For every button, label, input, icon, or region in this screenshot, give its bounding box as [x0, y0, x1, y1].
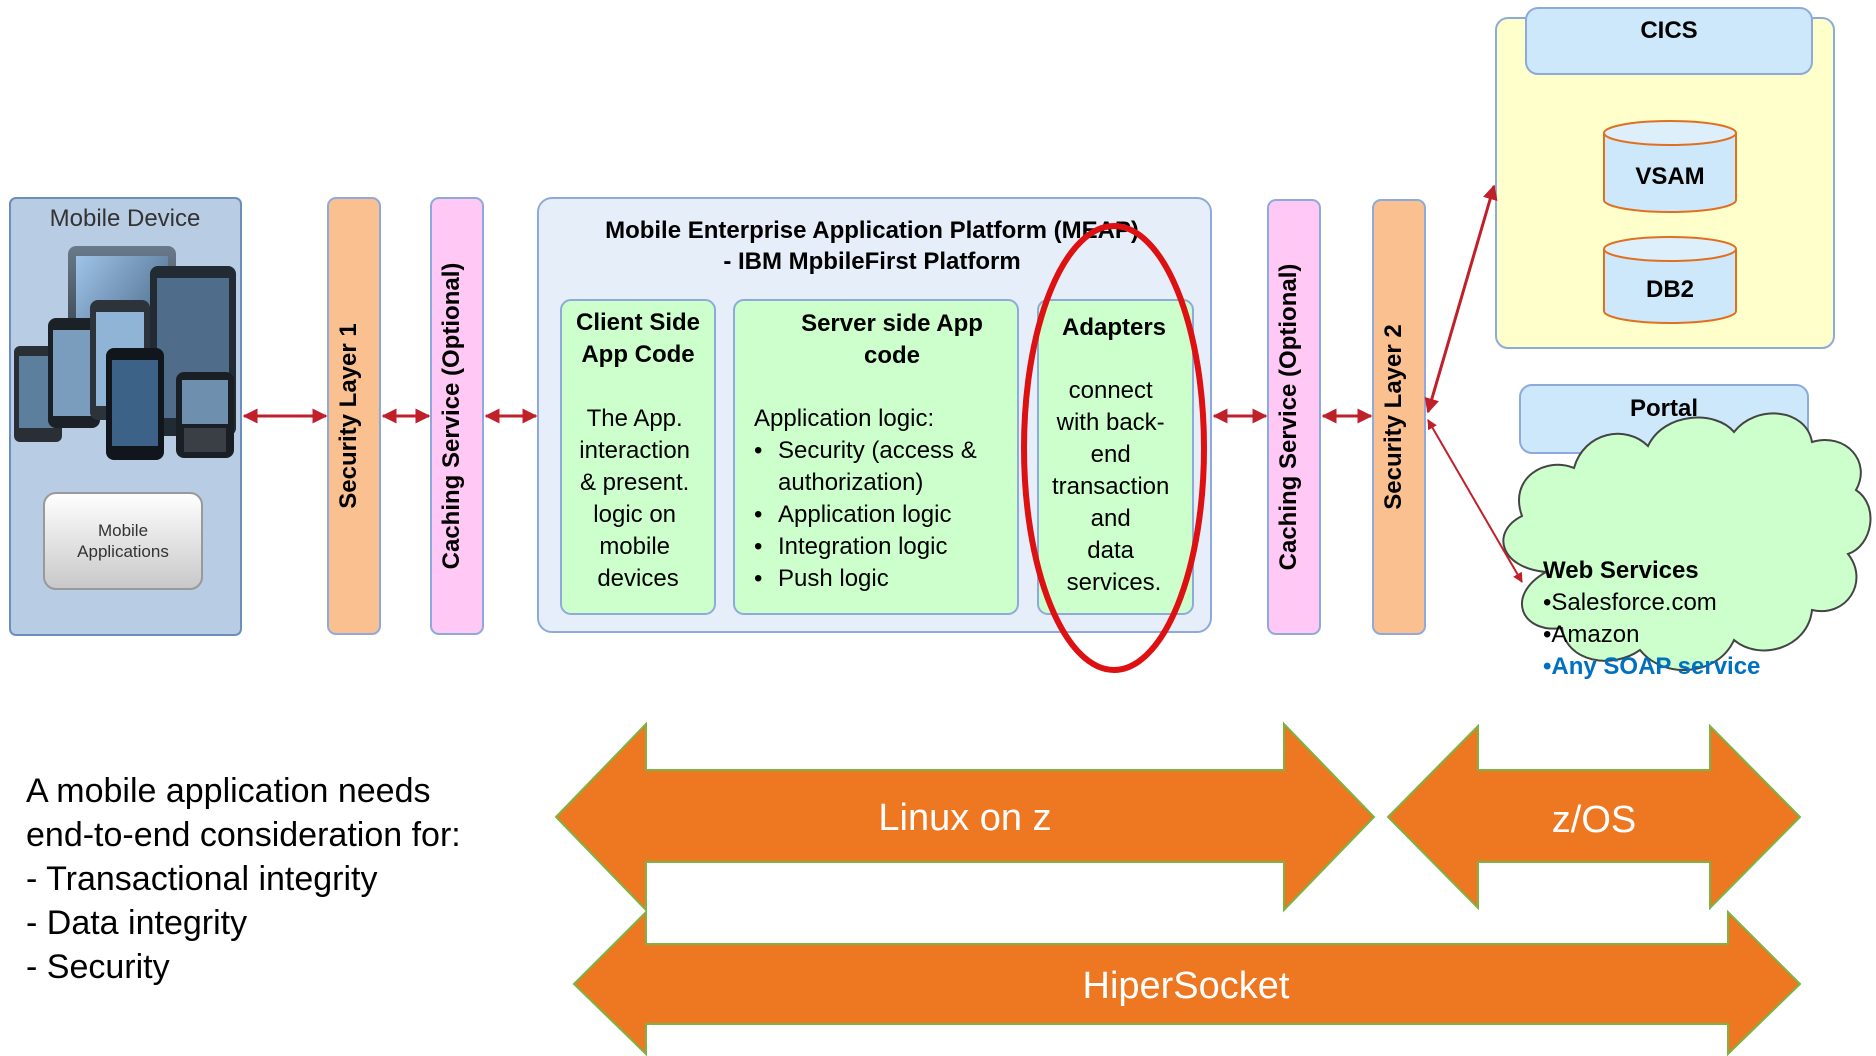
mobile-applications-line1: Mobile: [98, 521, 148, 540]
notes-line: - Data integrity: [26, 904, 247, 942]
client-body-line: mobile: [599, 533, 670, 560]
adapters-body-line: end: [1091, 441, 1131, 468]
vsam-label: VSAM: [1635, 163, 1704, 190]
zos-label: z/OS: [1552, 799, 1636, 841]
web-services-title: Web Services: [1543, 557, 1699, 584]
web-services-item-soap: •Any SOAP service: [1543, 653, 1760, 680]
security-layer-2-label: Security Layer 2: [1380, 324, 1407, 509]
client-body-line: devices: [597, 565, 678, 592]
mobile-applications-button: [43, 492, 203, 590]
adapters-title: Adapters: [1062, 314, 1166, 341]
notes-line: end-to-end consideration for:: [26, 816, 461, 854]
client-body-line: logic on: [593, 501, 676, 528]
server-bullet-list: • Security (access & authorization) • Ap…: [754, 437, 977, 592]
caching-service-right-label: Caching Service (Optional): [1275, 264, 1302, 571]
client-body-line: interaction: [579, 437, 690, 464]
security-layer-2: Security Layer 2: [1372, 199, 1426, 635]
client-side-app-code-box: Client Side App Code The App. interactio…: [560, 299, 716, 615]
bullet-dot: •: [754, 437, 762, 464]
adapters-body-line: transaction: [1052, 473, 1169, 500]
server-title-line2: code: [864, 342, 920, 369]
connector-arrow-web-services: [1427, 419, 1523, 583]
hipersocket-label: HiperSocket: [1083, 965, 1290, 1007]
client-body: The App. interaction & present. logic on…: [579, 405, 696, 592]
client-body-line: The App.: [587, 405, 683, 432]
caching-service-left-label: Caching Service (Optional): [438, 263, 465, 570]
notes-line: A mobile application needs: [26, 772, 431, 810]
vsam-cylinder-icon: [1603, 120, 1737, 213]
server-bullet: Integration logic: [778, 533, 947, 560]
adapters-box: Adapters connect with back- end transact…: [1037, 299, 1194, 615]
adapters-highlight-ring: [1021, 223, 1207, 673]
bullet-dot: •: [754, 565, 762, 592]
server-bullet-continuation: authorization): [778, 469, 923, 496]
connectors: [242, 184, 1523, 583]
client-title-line1: Client Side: [576, 309, 700, 336]
adapters-body-line: with back-: [1056, 409, 1165, 436]
web-services-item: •Salesforce.com: [1543, 589, 1717, 616]
adapters-body-line: and: [1091, 505, 1131, 532]
server-bullet: Push logic: [778, 565, 889, 592]
security-layer-1: Security Layer 1: [327, 197, 381, 635]
mobile-device-title: Mobile Device: [50, 205, 201, 232]
adapters-body: connect with back- end transaction and d…: [1052, 377, 1176, 596]
meap-title-line1: Mobile Enterprise Application Platform (…: [605, 217, 1139, 244]
server-bullet: Security (access &: [778, 437, 977, 464]
backend-panel: CICS VSAM DB2: [1495, 7, 1835, 349]
mobile-device-panel: Mobile Device Mobile Applications: [9, 197, 242, 636]
caching-service-right: Caching Service (Optional): [1267, 199, 1321, 635]
client-title-line2: App Code: [581, 341, 694, 368]
linux-on-z-arrow: Linux on z: [554, 721, 1376, 913]
mobile-devices-image: [14, 246, 236, 460]
security-layer-1-label: Security Layer 1: [335, 323, 362, 508]
meap-title-line2: - IBM MpbileFirst Platform: [723, 248, 1020, 275]
adapters-body-line: connect: [1069, 377, 1153, 404]
client-body-line: & present.: [580, 469, 689, 496]
server-bullet: Application logic: [778, 501, 951, 528]
web-services-item: •Amazon: [1543, 621, 1639, 648]
server-intro: Application logic:: [754, 405, 934, 432]
adapters-body-line: services.: [1067, 569, 1162, 596]
linux-on-z-label: Linux on z: [878, 797, 1051, 839]
bullet-dot: •: [754, 533, 762, 560]
db2-cylinder-icon: [1603, 236, 1737, 324]
notes-line: - Security: [26, 948, 170, 986]
adapters-body-line: data: [1087, 537, 1134, 564]
web-services-cloud: Web Services •Salesforce.com •Amazon •An…: [1502, 412, 1872, 680]
bullet-dot: •: [754, 501, 762, 528]
server-title-line1: Server side App: [801, 310, 983, 337]
zos-arrow: z/OS: [1386, 723, 1802, 911]
connector-arrow-backend: [1424, 184, 1498, 414]
cics-box: [1525, 7, 1813, 75]
caching-service-left: Caching Service (Optional): [430, 197, 484, 635]
db2-label: DB2: [1646, 276, 1694, 303]
notes-line: - Transactional integrity: [26, 860, 378, 898]
mobile-applications-line2: Applications: [77, 542, 169, 561]
server-side-app-code-box: Server side App code Application logic: …: [733, 299, 1019, 615]
hipersocket-arrow: HiperSocket: [572, 909, 1802, 1056]
cics-label: CICS: [1640, 17, 1697, 44]
consideration-notes: A mobile application needs end-to-end co…: [26, 772, 461, 986]
